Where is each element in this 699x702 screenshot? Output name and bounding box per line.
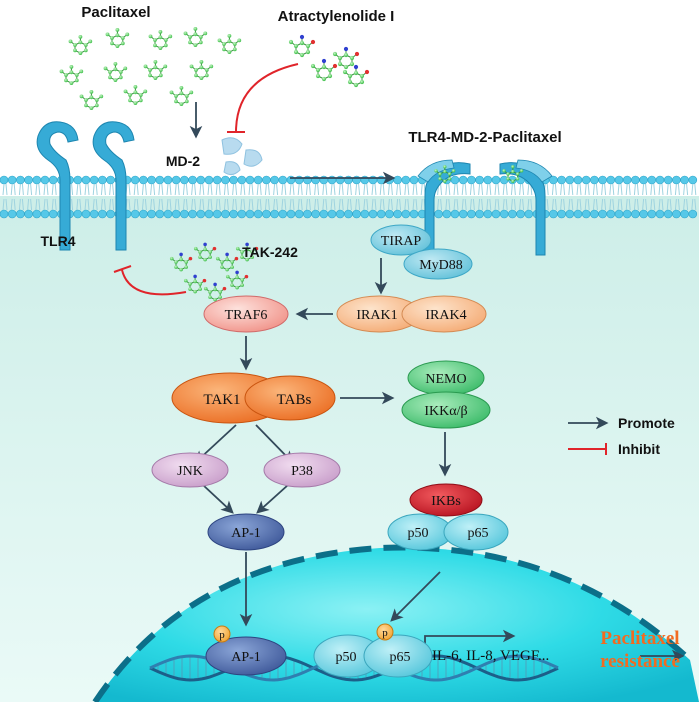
drug-molecule xyxy=(193,242,217,262)
drug-molecule xyxy=(235,242,259,262)
paclitaxel-label: Paclitaxel xyxy=(81,4,150,21)
phospho-badge-2 xyxy=(376,623,394,641)
complex-label: TLR4-MD-2-Paclitaxel xyxy=(408,129,561,146)
resistance-label-line1: Paclitaxel xyxy=(600,628,679,649)
resistance-label-line2: resistance xyxy=(600,651,680,672)
irak-complex: IRAK1 IRAK4 xyxy=(336,295,487,333)
phospho-label: p xyxy=(219,629,225,641)
drug-molecule xyxy=(148,30,173,50)
drug-molecule xyxy=(68,35,93,55)
phospho-label-2: p xyxy=(382,627,388,639)
drug-molecule xyxy=(288,34,316,58)
drug-molecule xyxy=(105,28,130,48)
irak1-label: IRAK1 xyxy=(356,308,397,323)
ikbs-label: IKBs xyxy=(431,494,461,509)
drug-molecule xyxy=(217,34,242,54)
atractylenolide-label: Atractylenolide I xyxy=(278,8,395,25)
tak1-label: TAK1 xyxy=(203,392,240,408)
legend-promote-label: Promote xyxy=(618,415,675,431)
phospho-badge xyxy=(213,625,231,643)
tlr4-label: TLR4 xyxy=(41,233,76,249)
ikk-complex: NEMO IKKα/β xyxy=(401,360,491,429)
nuclear-ap1: AP-1 p xyxy=(205,625,287,676)
nuclear-ap1-label: AP-1 xyxy=(231,650,261,665)
drug-molecule xyxy=(143,60,168,80)
drug-molecule xyxy=(169,86,194,106)
p50-label: p50 xyxy=(408,526,429,541)
drug-molecule xyxy=(310,58,338,82)
nuclear-p50-label: p50 xyxy=(336,650,357,665)
ikk-label: IKKα/β xyxy=(424,404,467,419)
p65-label: p65 xyxy=(468,526,489,541)
nemo-label: NEMO xyxy=(425,372,466,387)
drug-molecule xyxy=(183,27,208,47)
drug-molecule xyxy=(103,62,128,82)
legend: Promote Inhibit xyxy=(568,415,675,457)
genes-label: IL-6, IL-8, VEGF... xyxy=(432,648,549,664)
jnk-node: JNK xyxy=(151,452,229,488)
ap1-label: AP-1 xyxy=(231,526,261,541)
ap1-node: AP-1 xyxy=(207,513,285,551)
tlr4-receptor xyxy=(36,121,79,251)
jnk-label: JNK xyxy=(177,464,203,479)
tlr4-receptor xyxy=(92,121,135,251)
drug-molecule xyxy=(183,274,207,294)
tirap-label: TIRAP xyxy=(381,234,422,249)
drug-molecule xyxy=(169,252,193,272)
nuclear-p50-p65: p50 p65 p xyxy=(313,623,433,678)
md2-fragments xyxy=(221,137,263,176)
p38-label: P38 xyxy=(291,464,313,479)
drug-molecule xyxy=(203,282,227,302)
drug-molecule xyxy=(502,165,524,183)
drug-molecule xyxy=(434,165,456,183)
legend-inhibit-label: Inhibit xyxy=(618,441,660,457)
tak242-label: TAK-242 xyxy=(242,244,298,260)
nuclear-envelope xyxy=(92,544,693,702)
drug-molecule xyxy=(189,60,214,80)
drug-molecule xyxy=(342,64,370,88)
drug-molecules xyxy=(59,27,524,302)
nuclear-p65-label: p65 xyxy=(390,650,411,665)
inhibition-lines xyxy=(113,63,299,296)
irak4-label: IRAK4 xyxy=(425,308,466,323)
p38-node: P38 xyxy=(263,452,341,488)
tabs-label: TABs xyxy=(277,392,312,408)
drug-molecule xyxy=(123,85,148,105)
traf6-label: TRAF6 xyxy=(225,308,268,323)
drug-molecule xyxy=(225,270,249,290)
myd88-label: MyD88 xyxy=(419,258,463,273)
tirap-myd88-complex: TIRAP MyD88 xyxy=(370,224,473,280)
traf6-node: TRAF6 xyxy=(203,295,289,333)
drug-molecule xyxy=(215,252,239,272)
drug-molecule xyxy=(59,65,84,85)
drug-molecule xyxy=(332,46,360,70)
ikb-p50-p65-complex: IKBs p50 p65 xyxy=(387,483,509,551)
drug-molecule xyxy=(79,90,104,110)
md2-label: MD-2 xyxy=(166,153,200,169)
tak1-tabs-complex: TAK1 TABs xyxy=(171,372,336,424)
